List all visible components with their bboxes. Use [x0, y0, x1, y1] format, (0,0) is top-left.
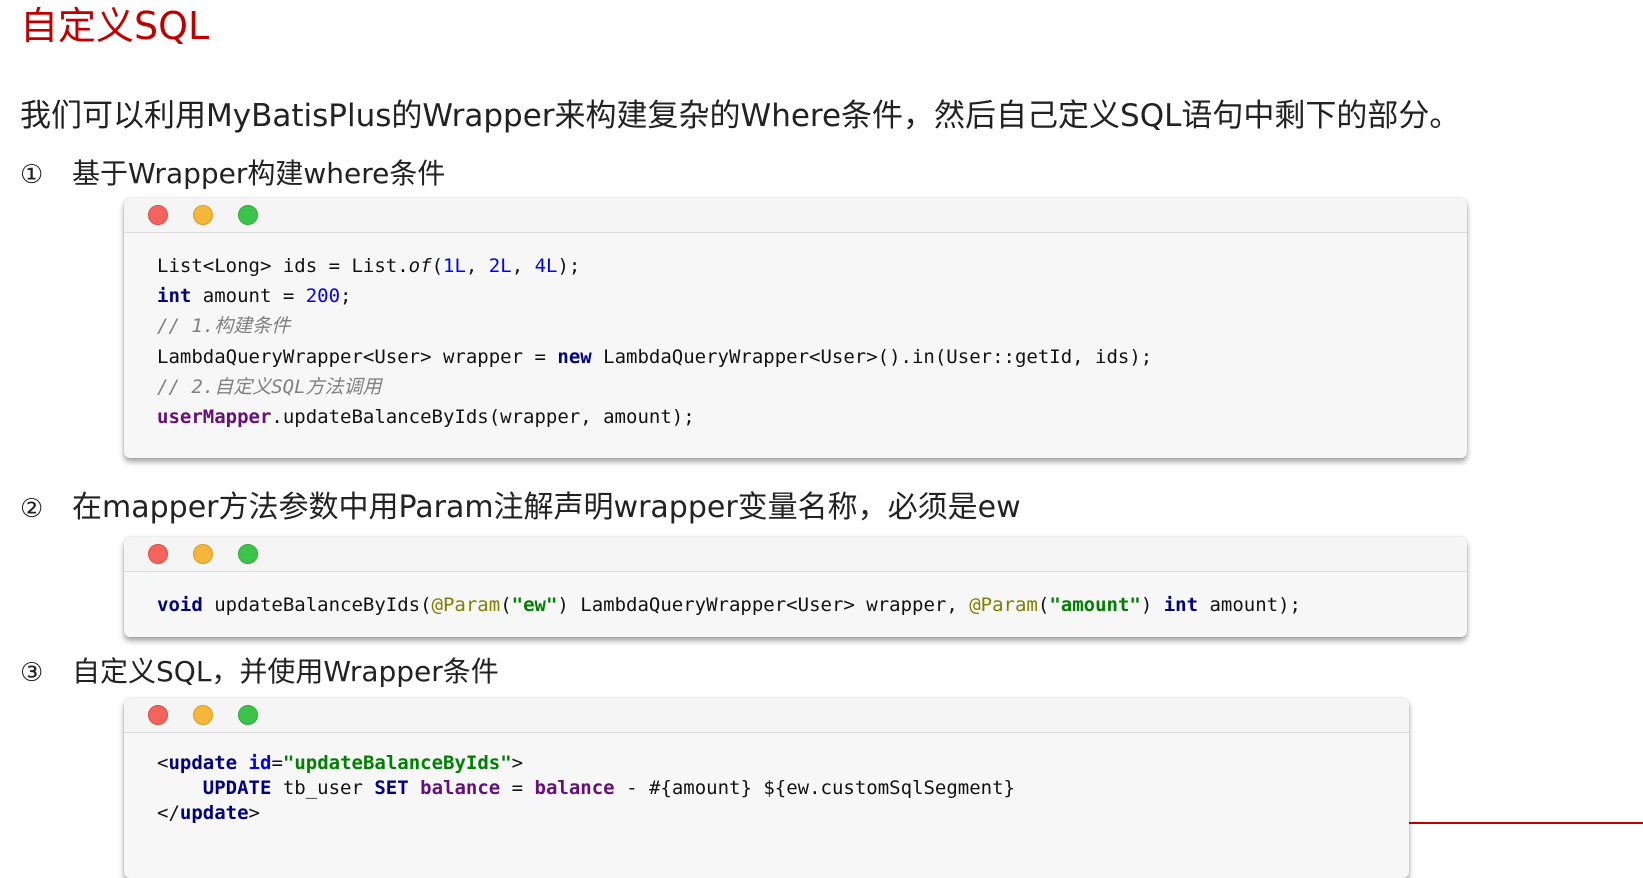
- close-dot-icon: [148, 705, 168, 725]
- step-3-heading: ③ 自定义SQL，并使用Wrapper条件: [20, 654, 499, 691]
- step-3-text: 自定义SQL，并使用Wrapper条件: [72, 655, 499, 688]
- code-block-2: void updateBalanceByIds(@Param("ew") Lam…: [124, 572, 1467, 620]
- maximize-dot-icon: [238, 544, 258, 564]
- step-2-text: 在mapper方法参数中用Param注解声明wrapper变量名称，必须是ew: [72, 490, 1021, 525]
- maximize-dot-icon: [238, 205, 258, 225]
- code-window-1: List<Long> ids = List.of(1L, 2L, 4L); int…: [124, 198, 1467, 458]
- window-titlebar: [124, 537, 1467, 572]
- close-dot-icon: [148, 544, 168, 564]
- minimize-dot-icon: [193, 544, 213, 564]
- code-window-2: void updateBalanceByIds(@Param("ew") Lam…: [124, 537, 1467, 637]
- code-line: List<Long> ids = List.of(1L, 2L, 4L);: [157, 255, 581, 277]
- code-line: </update>: [157, 802, 260, 824]
- code-comment: // 1.构建条件: [157, 315, 291, 338]
- step-2-number: ②: [20, 494, 44, 524]
- code-window-3: <update id="updateBalanceByIds"> UPDATE …: [124, 698, 1409, 878]
- step-2-heading: ② 在mapper方法参数中用Param注解声明wrapper变量名称，必须是ew: [20, 490, 1021, 527]
- close-dot-icon: [148, 205, 168, 225]
- window-titlebar: [124, 198, 1467, 233]
- step-1-heading: ① 基于Wrapper构建where条件: [20, 156, 445, 193]
- code-block-1: List<Long> ids = List.of(1L, 2L, 4L); int…: [124, 233, 1467, 432]
- code-comment: // 2.自定义SQL方法调用: [157, 375, 382, 398]
- intro-text: 我们可以利用MyBatisPlus的Wrapper来构建复杂的Where条件，然…: [20, 98, 1461, 134]
- code-line: <update id="updateBalanceByIds">: [157, 752, 524, 774]
- minimize-dot-icon: [193, 205, 213, 225]
- step-3-number: ③: [20, 658, 44, 688]
- maximize-dot-icon: [238, 705, 258, 725]
- code-line: void updateBalanceByIds(@Param("ew") Lam…: [157, 594, 1301, 616]
- code-line: userMapper.updateBalanceByIds(wrapper, a…: [157, 405, 695, 428]
- code-line: LambdaQueryWrapper<User> wrapper = new L…: [157, 345, 1153, 368]
- code-block-3: <update id="updateBalanceByIds"> UPDATE …: [124, 733, 1409, 826]
- step-1-text: 基于Wrapper构建where条件: [72, 157, 446, 190]
- footer-accent-line: [1409, 822, 1643, 824]
- code-line: UPDATE tb_user SET balance = balance - #…: [202, 777, 1015, 799]
- step-1-number: ①: [20, 160, 44, 190]
- code-line: int amount = 200;: [157, 285, 352, 308]
- window-titlebar: [124, 698, 1409, 733]
- minimize-dot-icon: [193, 705, 213, 725]
- page-title: 自定义SQL: [20, 4, 210, 48]
